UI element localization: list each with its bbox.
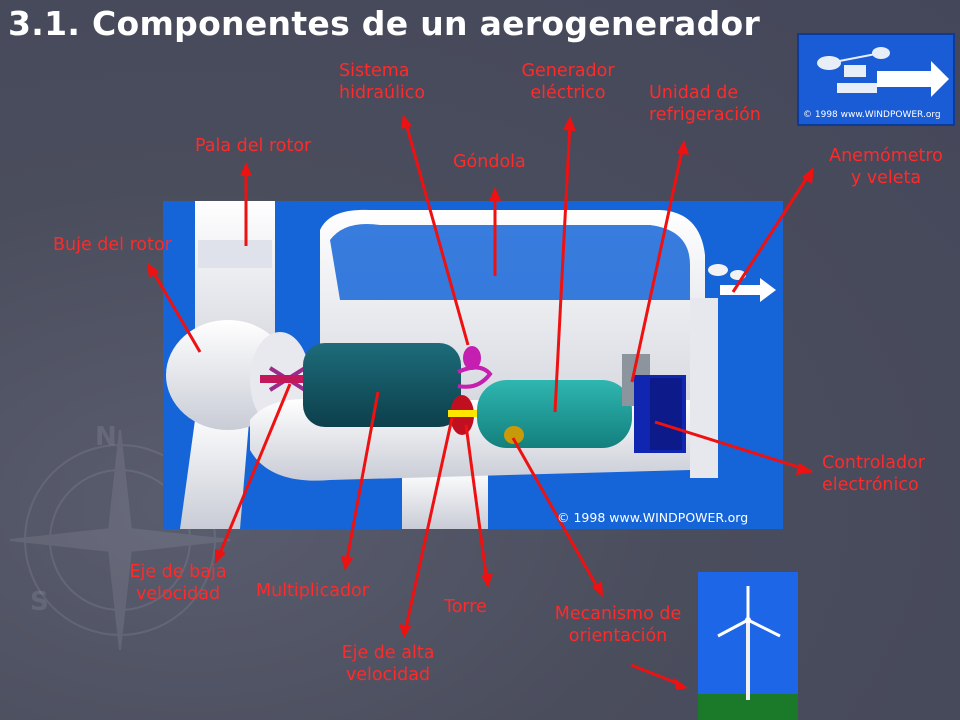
generator — [477, 380, 632, 448]
image-copyright: © 1998 www.WINDPOWER.org — [557, 510, 749, 525]
yaw-mechanism — [504, 426, 524, 444]
svg-text:N: N — [95, 422, 117, 452]
hydraulic-system — [463, 346, 481, 370]
gearbox — [303, 343, 461, 427]
label-torre: Torre — [444, 597, 487, 617]
windpower-logo: © 1998 www.WINDPOWER.org — [797, 33, 955, 126]
label-buje-rotor: Buje del rotor — [53, 235, 172, 255]
anemometer-logo-icon — [799, 35, 953, 124]
label-gondola: Góndola — [453, 152, 526, 172]
label-arrows — [149, 119, 812, 687]
turbine-thumbnail — [698, 572, 798, 720]
wind-turbine-icon — [698, 572, 798, 720]
arrow-heads — [147, 114, 814, 690]
logo-copyright: © 1998 www.WINDPOWER.org — [803, 110, 941, 120]
svg-text:S: S — [30, 587, 49, 617]
compass-rose-watermark: N S — [10, 422, 231, 650]
label-pala-rotor: Pala del rotor — [195, 136, 312, 156]
label-multiplicador: Multiplicador — [256, 581, 369, 601]
page-title: 3.1. Componentes de un aerogenerador — [8, 4, 761, 43]
anemometer-shape — [708, 264, 728, 276]
